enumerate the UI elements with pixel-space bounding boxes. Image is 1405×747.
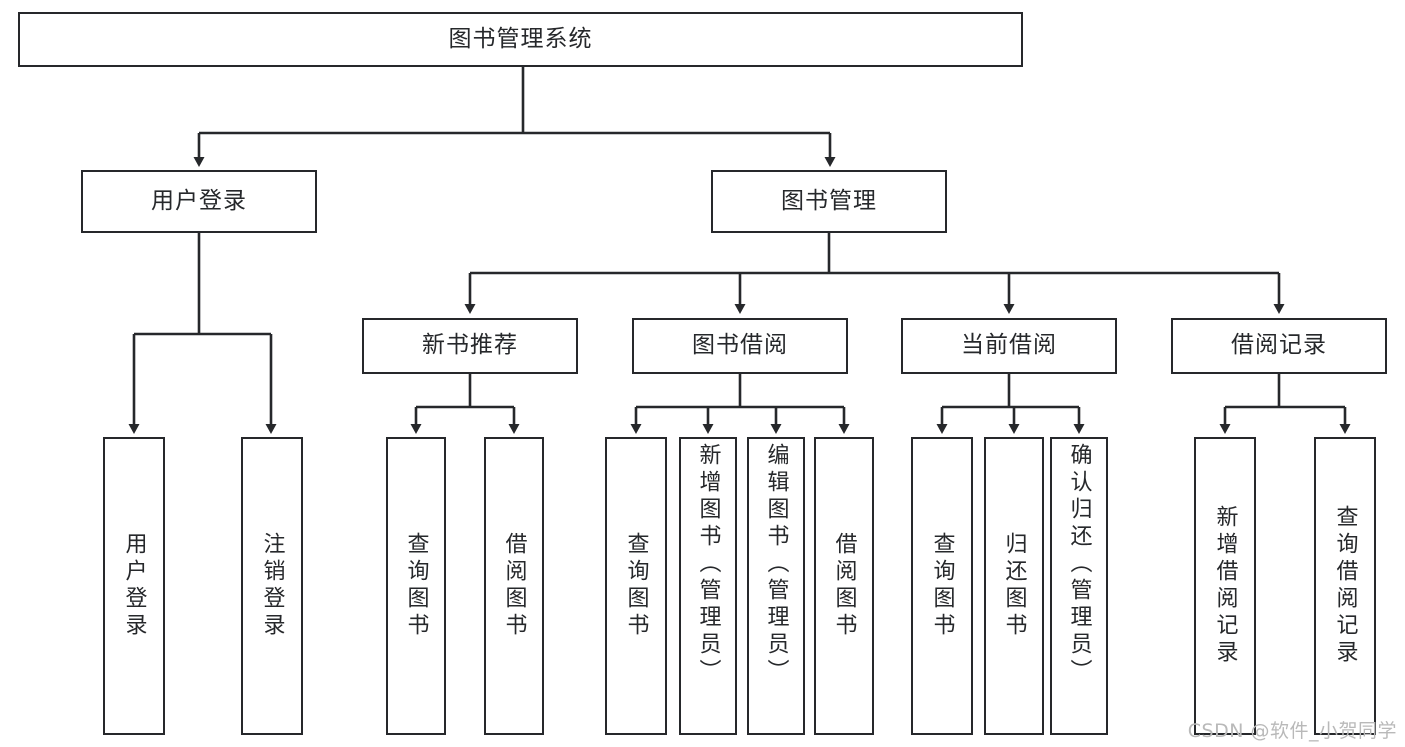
leaf-borrow-book-recommendation[interactable]: 借阅图书: [484, 437, 544, 735]
leaf-confirm-return-admin[interactable]: 确认归还（管理员）: [1050, 437, 1108, 735]
leaf-query-book-label: 查询图书: [623, 532, 649, 640]
node-book-borrow-label: 图书借阅: [692, 332, 788, 359]
leaf-edit-book-admin-label: 编辑图书（管理员）: [763, 443, 789, 686]
node-book-borrow[interactable]: 图书借阅: [632, 318, 848, 374]
node-book-management[interactable]: 图书管理: [711, 170, 947, 233]
node-new-book-recommendation[interactable]: 新书推荐: [362, 318, 578, 374]
leaf-return-book-label: 归还图书: [1001, 532, 1027, 640]
leaf-query-book[interactable]: 查询图书: [605, 437, 667, 735]
node-root[interactable]: 图书管理系统: [18, 12, 1023, 67]
leaf-query-book-recommendation-label: 查询图书: [403, 532, 429, 640]
csdn-watermark: CSDN @软件_小贺同学: [1187, 720, 1397, 742]
leaf-confirm-return-admin-label: 确认归还（管理员）: [1066, 443, 1092, 686]
leaf-query-book-current[interactable]: 查询图书: [911, 437, 973, 735]
leaf-query-book-recommendation[interactable]: 查询图书: [386, 437, 446, 735]
leaf-logout-label: 注销登录: [259, 532, 285, 640]
node-user-login-label: 用户登录: [151, 187, 247, 214]
node-borrow-record-label: 借阅记录: [1231, 332, 1327, 359]
leaf-user-login[interactable]: 用户登录: [103, 437, 165, 735]
node-root-label: 图书管理系统: [448, 25, 593, 52]
leaf-logout[interactable]: 注销登录: [241, 437, 303, 735]
leaf-query-book-current-label: 查询图书: [929, 532, 955, 640]
leaf-add-borrow-record[interactable]: 新增借阅记录: [1194, 437, 1256, 735]
node-current-borrow-label: 当前借阅: [961, 332, 1057, 359]
leaf-borrow-book[interactable]: 借阅图书: [814, 437, 874, 735]
leaf-borrow-book-recommendation-label: 借阅图书: [501, 532, 527, 640]
leaf-add-book-admin[interactable]: 新增图书（管理员）: [679, 437, 737, 735]
leaf-add-borrow-record-label: 新增借阅记录: [1212, 505, 1238, 667]
leaf-add-book-admin-label: 新增图书（管理员）: [695, 443, 721, 686]
leaf-user-login-label: 用户登录: [121, 532, 147, 640]
leaf-borrow-book-label: 借阅图书: [831, 532, 857, 640]
leaf-return-book[interactable]: 归还图书: [984, 437, 1044, 735]
node-new-book-recommendation-label: 新书推荐: [422, 332, 518, 359]
leaf-query-borrow-record-label: 查询借阅记录: [1332, 505, 1358, 667]
node-user-login[interactable]: 用户登录: [81, 170, 317, 233]
leaf-query-borrow-record[interactable]: 查询借阅记录: [1314, 437, 1376, 735]
leaf-edit-book-admin[interactable]: 编辑图书（管理员）: [747, 437, 805, 735]
node-book-management-label: 图书管理: [781, 187, 877, 214]
node-borrow-record[interactable]: 借阅记录: [1171, 318, 1387, 374]
node-current-borrow[interactable]: 当前借阅: [901, 318, 1117, 374]
